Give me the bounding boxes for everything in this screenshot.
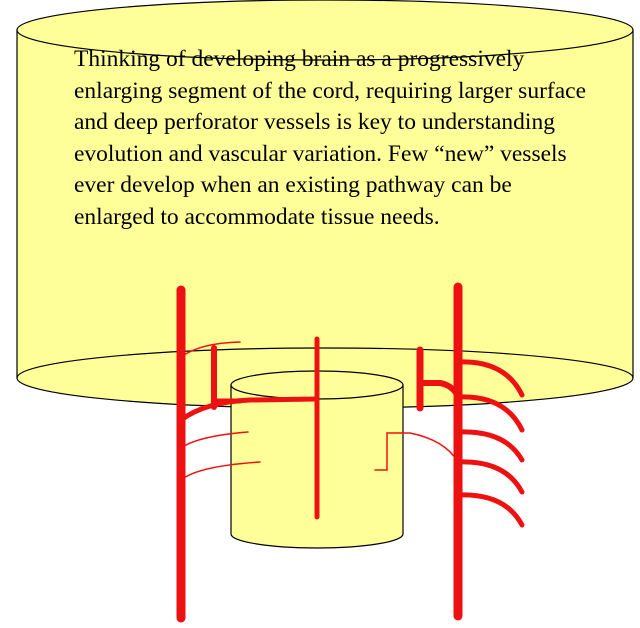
large-cylinder-top: [16, 0, 634, 61]
right-loop-3: [455, 429, 525, 463]
large-cylinder: [16, 0, 634, 409]
vessels: [176, 282, 525, 623]
left-major-branch: [178, 396, 320, 423]
right-loop-2: [455, 394, 525, 433]
left-thin-branch-mid: [180, 431, 249, 449]
right-loop-4: [455, 459, 525, 495]
caption-text: Thinking of developing brain as a progre…: [74, 46, 587, 230]
large-cylinder-bottom-rim: [16, 347, 634, 379]
right-loop-5: [455, 492, 525, 528]
right-loop-1: [455, 359, 525, 398]
left-thin-branch-upper: [180, 341, 241, 358]
right-thin-hook-branch: [374, 432, 459, 471]
right-major-branch: [417, 380, 461, 399]
left-thin-branch-lower: [180, 461, 261, 481]
